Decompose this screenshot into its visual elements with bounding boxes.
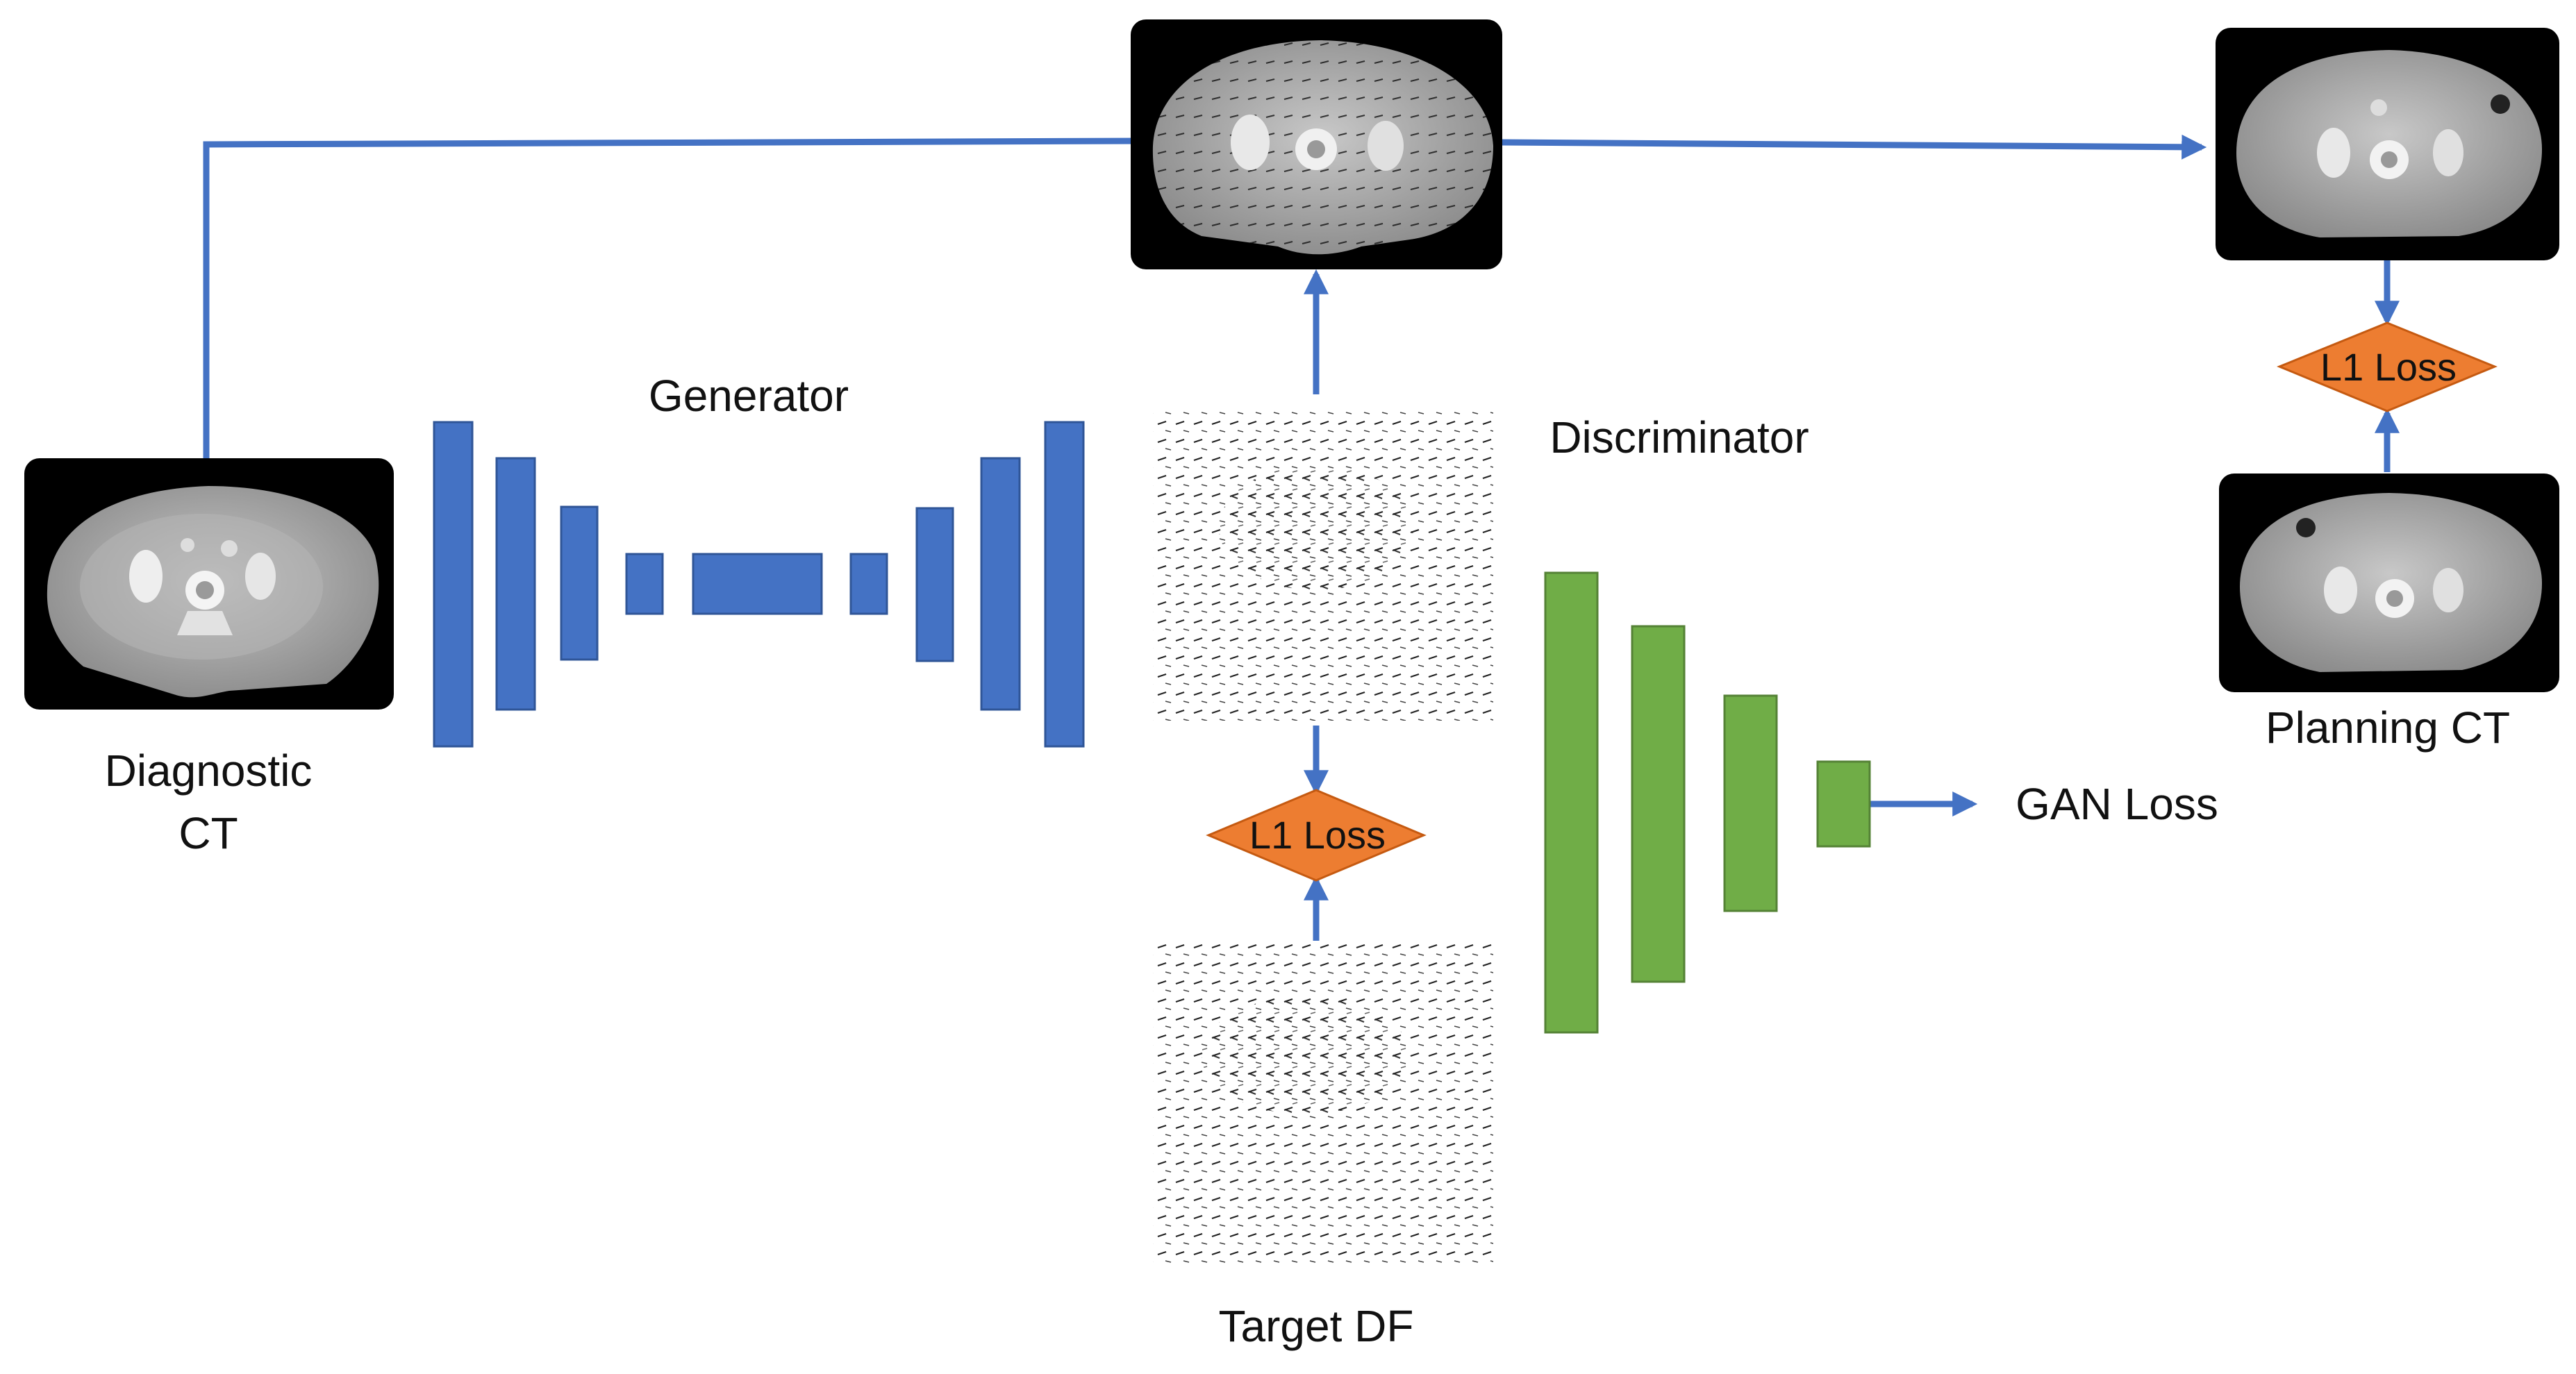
diagnostic-ct-image	[24, 458, 394, 710]
planning-ct-label: Planning CT	[2266, 703, 2510, 753]
target-df-label: Target DF	[1219, 1301, 1414, 1351]
generator-encoder-layer-3	[560, 505, 599, 661]
l1-loss-center-label: L1 Loss	[1249, 813, 1386, 857]
registered-ct-image	[2216, 28, 2559, 260]
generator-network	[433, 421, 1085, 748]
generator-decoder-layer-4	[1044, 421, 1085, 748]
generator-decoder-layer-1	[849, 553, 888, 615]
generator-decoder-layer-3	[980, 457, 1021, 711]
generator-bottleneck	[692, 553, 823, 615]
diagnostic-ct-label-line1: Diagnostic	[105, 746, 313, 796]
l1-loss-right-diamond: L1 Loss	[2277, 321, 2498, 412]
l1-loss-right-label: L1 Loss	[2320, 345, 2457, 389]
generator-encoder-layer-1	[433, 421, 474, 748]
warped-ct-image	[1131, 19, 1502, 269]
generator-encoder-layer-2	[495, 457, 536, 711]
diagnostic-to-warp-arrow	[203, 137, 1140, 458]
discriminator-layer-1	[1544, 571, 1599, 1034]
discriminator-label: Discriminator	[1549, 412, 1809, 462]
generator-label: Generator	[649, 371, 849, 421]
diagnostic-ct-label-line2: CT	[178, 808, 238, 858]
planning-ct-image	[2219, 474, 2559, 692]
discriminator-network	[1544, 571, 1871, 1034]
generator-decoder-layer-2	[915, 507, 954, 662]
warp-to-planning-arrow	[1501, 134, 2207, 160]
predicted-df-field	[1153, 408, 1493, 721]
generator-encoder-layer-4	[625, 553, 664, 615]
l1-loss-center-diamond: L1 Loss	[1206, 789, 1427, 882]
discriminator-layer-3	[1723, 694, 1778, 912]
discriminator-layer-2	[1631, 625, 1686, 983]
gan-loss-label: GAN Loss	[2016, 779, 2218, 829]
discriminator-layer-4	[1816, 760, 1871, 848]
target-df-field	[1153, 943, 1493, 1264]
